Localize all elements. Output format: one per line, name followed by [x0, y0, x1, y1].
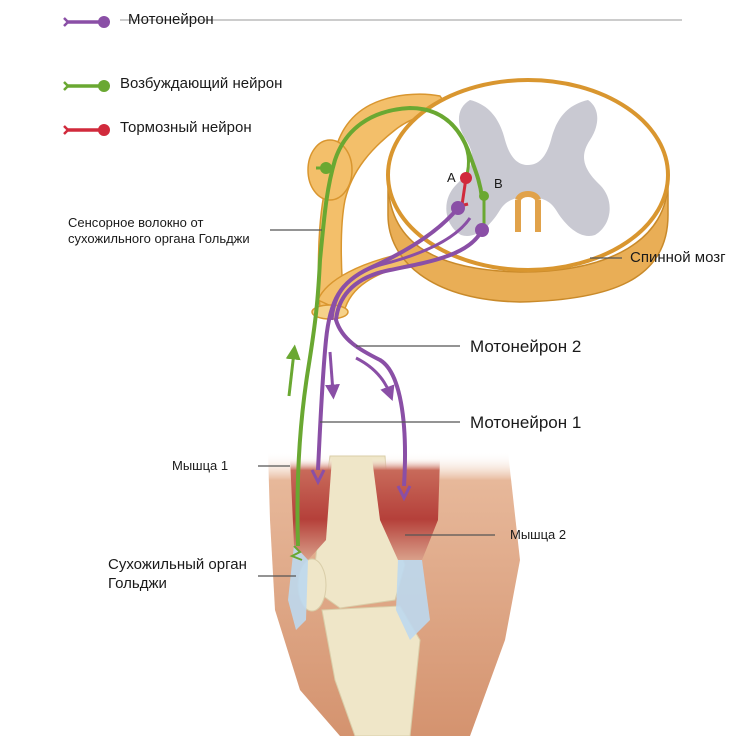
legend-excitatory-label: Возбуждающий нейрон	[120, 75, 282, 94]
spinal-cord	[308, 80, 668, 319]
spinal-cord-label: Спинной мозг	[630, 249, 726, 268]
muscle-1-label: Мышца 1	[172, 458, 228, 474]
node-a-label: A	[447, 170, 456, 186]
arrow-afferent	[289, 352, 294, 396]
node-b-label: B	[494, 176, 503, 192]
golgi-organ-label: Сухожильный орган Гольджи	[108, 556, 258, 594]
muscle-2-label: Мышца 2	[510, 527, 566, 543]
legend	[64, 16, 110, 136]
motoneuron-2-label: Мотонейрон 2	[470, 336, 581, 357]
motoneuron-1-label: Мотонейрон 1	[470, 412, 581, 433]
arrow-efferent-1	[330, 352, 333, 392]
knee-illustration	[268, 452, 520, 736]
sensory-fiber-label: Сенсорное волокно от сухожильного органа…	[68, 215, 258, 248]
legend-motoneuron-icon	[64, 16, 110, 28]
legend-inhibitory-icon	[64, 124, 110, 136]
legend-motoneuron-label: Мотонейрон	[128, 11, 214, 30]
legend-excitatory-icon	[64, 80, 110, 92]
legend-inhibitory-label: Тормозный нейрон	[120, 119, 252, 138]
